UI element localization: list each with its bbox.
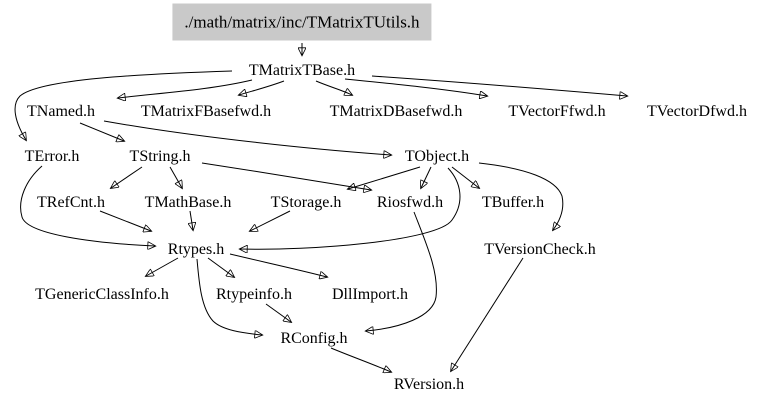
- graph-node-rtypes[interactable]: Rtypes.h: [167, 241, 225, 258]
- edge-rtypes-to-rconfig: [196, 258, 262, 335]
- edge-tobject-to-rtypes: [240, 167, 461, 249]
- graph-node-tnamed[interactable]: TNamed.h: [27, 103, 95, 120]
- graph-node-tmatrixtutils: ./math/matrix/inc/TMatrixTUtils.h: [172, 3, 432, 41]
- edge-tstorage-to-rtypes: [250, 210, 291, 231]
- edge-rtypes-to-tgenericclassinfo: [146, 257, 179, 276]
- graph-node-tstring[interactable]: TString.h: [129, 148, 191, 165]
- edge-rtypeinfo-to-rconfig: [265, 303, 291, 322]
- graph-node-rtypeinfo[interactable]: Rtypeinfo.h: [216, 286, 292, 303]
- edge-tmatrixtbase-to-tmatrixdbasefwd: [315, 80, 352, 95]
- edge-rconfig-to-rversion: [330, 347, 391, 372]
- graph-node-tbuffer[interactable]: TBuffer.h: [481, 194, 545, 211]
- edge-tobject-to-tstorage: [348, 166, 421, 189]
- graph-node-rversion[interactable]: RVersion.h: [393, 376, 465, 393]
- graph-node-tvectordfwd[interactable]: TVectorDfwd.h: [647, 103, 747, 120]
- graph-node-tmatrixdbasefwd[interactable]: TMatrixDBasefwd.h: [329, 103, 463, 120]
- edge-tmatrixtbase-to-tvectorffwd: [344, 78, 487, 96]
- graph-node-riosfwd[interactable]: Riosfwd.h: [376, 194, 444, 211]
- edge-tmatrixtbase-to-tnamed: [118, 79, 253, 98]
- edge-tstring-to-riosfwd: [201, 162, 371, 190]
- edge-layer: [14, 43, 627, 372]
- graph-node-tmatrixfbasefwd[interactable]: TMatrixFBasefwd.h: [140, 103, 272, 120]
- edge-tstring-to-trefcnt: [111, 166, 143, 188]
- edge-terror-to-rtypes: [20, 165, 155, 246]
- graph-node-tmathbase[interactable]: TMathBase.h: [144, 194, 232, 211]
- edge-tmatrixtbase-to-tmatrixfbasefwd: [239, 80, 285, 95]
- edge-tnamed-to-tobject: [103, 120, 391, 155]
- graph-node-rconfig[interactable]: RConfig.h: [280, 330, 348, 347]
- edge-tmathbase-to-rtypes: [190, 210, 193, 230]
- edge-tversioncheck-to-rversion: [451, 257, 524, 371]
- edge-tnamed-to-tstring: [79, 122, 124, 141]
- graph-node-tmatrixtbase[interactable]: TMatrixTBase.h: [248, 62, 356, 79]
- edge-tobject-to-tversioncheck: [478, 162, 564, 230]
- edge-riosfwd-to-rconfig: [366, 211, 437, 331]
- graph-node-trefcnt[interactable]: TRefCnt.h: [37, 194, 105, 211]
- graph-node-tgenericclassinfo[interactable]: TGenericClassInfo.h: [35, 286, 169, 303]
- edge-rtypes-to-dllimport: [229, 253, 327, 277]
- edge-tstring-to-tmathbase: [169, 166, 182, 188]
- graph-node-tobject[interactable]: TObject.h: [404, 148, 470, 165]
- edge-tmatrixtbase-to-terror: [14, 70, 233, 140]
- graph-node-tversioncheck[interactable]: TVersionCheck.h: [484, 241, 596, 258]
- edge-tobject-to-tbuffer: [451, 166, 479, 188]
- graph-node-tvectorffwd[interactable]: TVectorFfwd.h: [508, 103, 606, 120]
- edge-rtypes-to-rtypeinfo: [207, 257, 234, 277]
- edge-tobject-to-riosfwd: [421, 166, 432, 188]
- edge-trefcnt-to-rtypes: [99, 210, 151, 231]
- graph-node-tstorage[interactable]: TStorage.h: [270, 194, 342, 211]
- edge-tmatrixtbase-to-tvectordfwd: [371, 75, 627, 96]
- graph-node-dllimport[interactable]: DllImport.h: [332, 286, 408, 303]
- graph-node-terror[interactable]: TError.h: [24, 148, 80, 165]
